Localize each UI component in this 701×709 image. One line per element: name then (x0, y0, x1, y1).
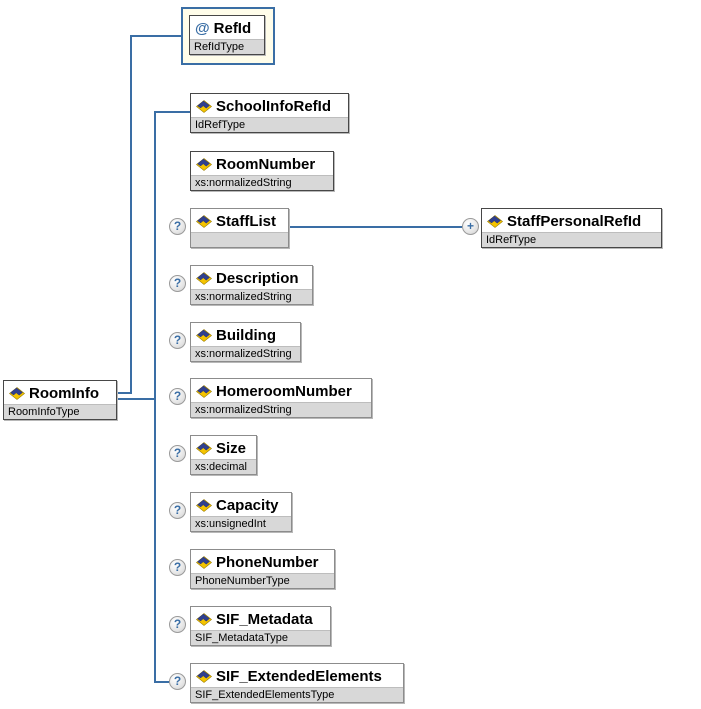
element-icon (196, 271, 212, 285)
element-icon (196, 157, 212, 171)
connector-root-to-trunk (117, 398, 156, 400)
element-icon (9, 386, 25, 400)
element-icon (196, 384, 212, 398)
element-type: IdRefType (191, 117, 348, 132)
element-type: xs:unsignedInt (191, 516, 291, 531)
optional-indicator: ? (169, 218, 186, 235)
element-name: RoomNumber (216, 155, 316, 173)
optional-indicator: ? (169, 616, 186, 633)
optional-indicator: ? (169, 502, 186, 519)
element-type: SIF_MetadataType (191, 630, 330, 645)
element-box-roominfo[interactable]: RoomInfo RoomInfoType (3, 380, 117, 420)
optional-indicator: ? (169, 559, 186, 576)
attribute-highlight-box[interactable]: @ RefId RefIdType (181, 7, 275, 65)
element-icon (196, 669, 212, 683)
element-name: SIF_Metadata (216, 610, 313, 628)
element-name: Capacity (216, 496, 279, 514)
element-name: PhoneNumber (216, 553, 319, 571)
attribute-type: RefIdType (190, 39, 264, 54)
optional-indicator: ? (169, 445, 186, 462)
element-box-homeroomnumber[interactable]: HomeroomNumber xs:normalizedString (190, 378, 372, 418)
element-type: PhoneNumberType (191, 573, 334, 588)
element-type: xs:decimal (191, 459, 256, 474)
element-name: StaffPersonalRefId (507, 212, 642, 230)
connector-refid-vertical (130, 35, 132, 394)
element-icon (196, 498, 212, 512)
element-type (191, 232, 288, 247)
element-type: xs:normalizedString (191, 289, 312, 304)
optional-indicator: ? (169, 275, 186, 292)
connector-stafflist-child (290, 226, 462, 228)
element-box-description[interactable]: Description xs:normalizedString (190, 265, 313, 305)
optional-indicator: ? (169, 388, 186, 405)
element-name: RoomInfo (29, 384, 99, 402)
element-name: Building (216, 326, 276, 344)
connector-root-to-refid (117, 392, 131, 394)
element-name: Description (216, 269, 299, 287)
connector-refid-horizontal (130, 35, 181, 37)
element-name: SchoolInfoRefId (216, 97, 331, 115)
element-icon (196, 612, 212, 626)
element-type: xs:normalizedString (191, 346, 300, 361)
connector-children-trunk (154, 111, 156, 683)
connector-sif-extended (154, 681, 169, 683)
element-icon (196, 99, 212, 113)
element-icon (196, 441, 212, 455)
repeat-indicator[interactable]: + (462, 218, 479, 235)
element-type: xs:normalizedString (191, 402, 371, 417)
element-box-capacity[interactable]: Capacity xs:unsignedInt (190, 492, 292, 532)
element-icon (196, 328, 212, 342)
optional-indicator: ? (169, 673, 186, 690)
element-box-roomnumber[interactable]: RoomNumber xs:normalizedString (190, 151, 334, 191)
element-box-size[interactable]: Size xs:decimal (190, 435, 257, 475)
element-type: RoomInfoType (4, 404, 116, 419)
element-name: Size (216, 439, 247, 457)
element-name: HomeroomNumber (216, 382, 352, 400)
element-name: StaffList (216, 212, 276, 230)
element-type: SIF_ExtendedElementsType (191, 687, 403, 702)
optional-indicator: ? (169, 332, 186, 349)
element-name: SIF_ExtendedElements (216, 667, 382, 685)
element-type: IdRefType (482, 232, 661, 247)
connector-schoolinforefid (154, 111, 190, 113)
element-icon (487, 214, 503, 228)
attribute-icon: @ (195, 19, 210, 37)
attribute-name: RefId (213, 19, 252, 37)
element-icon (196, 555, 212, 569)
attribute-box-refid[interactable]: @ RefId RefIdType (189, 15, 265, 55)
element-box-staffpersonalrefid[interactable]: StaffPersonalRefId IdRefType (481, 208, 662, 248)
element-icon (196, 214, 212, 228)
element-type: xs:normalizedString (191, 175, 333, 190)
element-box-building[interactable]: Building xs:normalizedString (190, 322, 301, 362)
element-box-stafflist[interactable]: StaffList (190, 208, 289, 248)
